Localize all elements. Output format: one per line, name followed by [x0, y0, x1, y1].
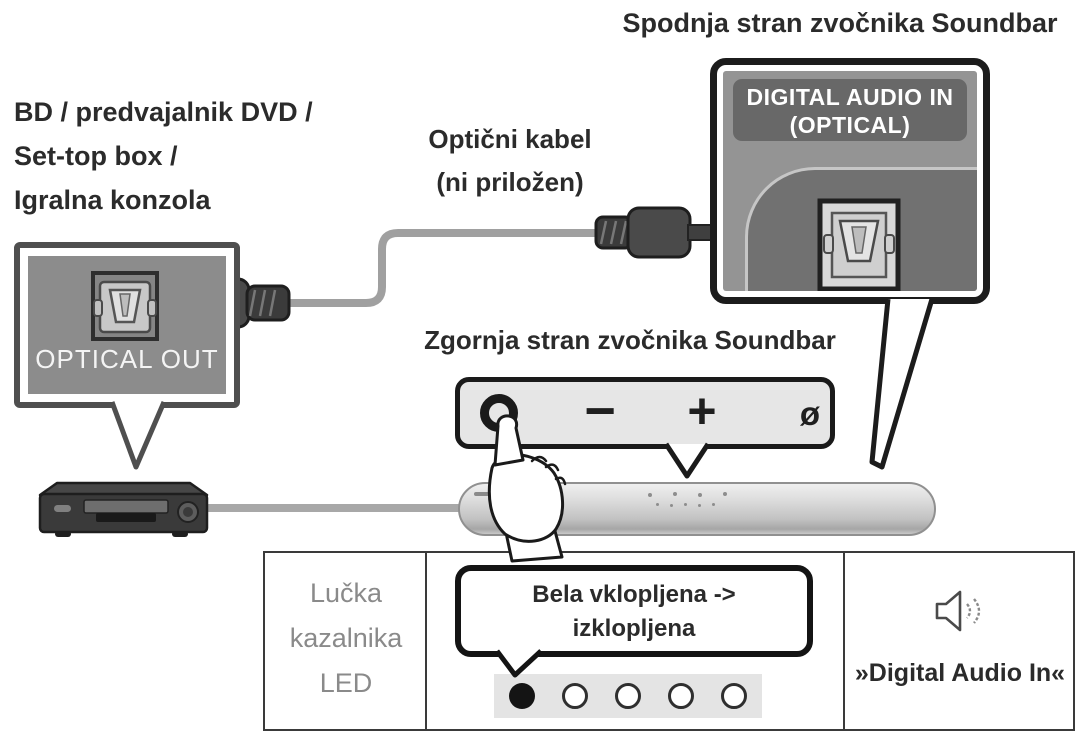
soundbar-port-mark	[474, 492, 496, 496]
soundbar	[458, 482, 936, 536]
top-side-label: Zgornja stran zvočnika Soundbar	[424, 325, 836, 355]
source-devices-line2: Set-top box /	[14, 141, 178, 171]
table-divider	[425, 553, 427, 729]
optical-plug-right	[594, 206, 713, 259]
mode-label: »Digital Audio In«	[854, 659, 1066, 687]
speaker-icon	[935, 590, 981, 632]
led-status-table: Lučka kazalnika LED »Digital Audio In«	[263, 551, 1075, 731]
digital-audio-in-callout: DIGITAL AUDIO IN (OPTICAL)	[710, 58, 990, 304]
row-label-line2: kazalnika	[289, 623, 403, 653]
led-dot-4	[668, 683, 694, 709]
led-strip	[494, 674, 762, 718]
led-dot-5	[721, 683, 747, 709]
soundbar-control-panel-callout: − + ø	[455, 377, 835, 449]
digital-audio-in-label-line2: (OPTICAL)	[789, 112, 911, 138]
led-state-callout: Bela vklopljena -> izklopljena	[455, 565, 813, 657]
optical-cable-label-line2: (ni priložen)	[436, 167, 584, 197]
mic-off-button-icon: ø	[799, 395, 821, 432]
optical-cable-label-line1: Optični kabel	[428, 124, 592, 154]
digital-audio-in-label: DIGITAL AUDIO IN (OPTICAL)	[733, 79, 967, 141]
digital-audio-in-panel: DIGITAL AUDIO IN (OPTICAL)	[723, 71, 977, 291]
led-indicator-row-label: Lučka kazalnika LED	[265, 571, 427, 706]
optical-out-panel: OPTICAL OUT	[28, 256, 226, 394]
row-label-line1: Lučka	[309, 578, 383, 608]
dvd-player	[38, 481, 209, 537]
optical-in-port-icon	[817, 198, 901, 291]
source-devices-line3: Igralna konzola	[14, 185, 211, 215]
optical-out-callout: OPTICAL OUT	[14, 242, 240, 408]
optical-cable-label: Optični kabel (ni priložen)	[395, 118, 625, 204]
source-devices-label: BD / predvajalnik DVD / Set-top box / Ig…	[14, 90, 313, 222]
led-state-line2: izklopljena	[572, 615, 696, 642]
volume-up-button-icon: +	[687, 383, 717, 439]
led-dot-2	[562, 683, 588, 709]
digital-audio-in-label-line1: DIGITAL AUDIO IN	[746, 84, 954, 110]
source-devices-line1: BD / predvajalnik DVD /	[14, 97, 313, 127]
bottom-side-label: Spodnja stran zvočnika Soundbar	[622, 8, 1058, 38]
volume-down-button-icon: −	[584, 381, 616, 441]
led-state-line1: Bela vklopljena ->	[532, 581, 736, 608]
table-divider	[843, 553, 845, 729]
led-dot-3	[615, 683, 641, 709]
optical-port-icon	[91, 271, 159, 341]
optical-cable	[282, 229, 606, 307]
led-dot-1	[509, 683, 535, 709]
multifunction-button-icon	[480, 394, 518, 432]
optical-out-label: OPTICAL OUT	[35, 344, 219, 374]
row-label-line3: LED	[319, 668, 373, 698]
